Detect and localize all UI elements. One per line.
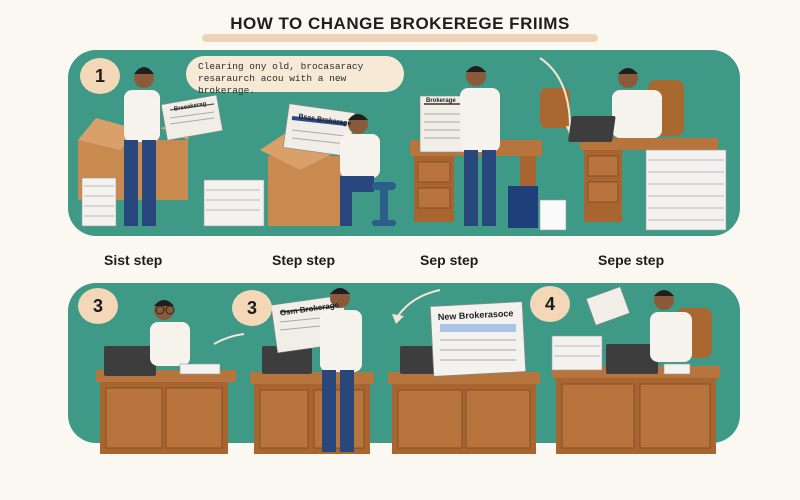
speech-line-2: resaraurch acou with a new brokerage. (198, 73, 347, 96)
step-badge-top-1: 1 (80, 58, 120, 94)
person-2-reading-box (203, 103, 396, 227)
step-label-4: Sepe step (598, 252, 665, 268)
bottom-desk-2 (250, 288, 374, 454)
arrow-bottom-1 (213, 333, 245, 345)
title-underline (202, 34, 598, 42)
page-title: HOW TO CHANGE BROKEREGE FRIIMS (230, 14, 570, 33)
step-badge-bottom-1: 3 (78, 288, 118, 324)
speech-bubble: Clearing ony old, brocasaracy resaraurch… (186, 56, 404, 96)
arrow-top (539, 57, 571, 129)
person-1-with-box (78, 67, 224, 227)
bottom-desk-1 (96, 300, 236, 454)
person-3-standing-reader (410, 66, 570, 231)
paper-header-top-reader: Breeakerag (174, 101, 208, 113)
bottom-desk-3 (388, 301, 540, 454)
step-badge-bottom-2: 3 (232, 290, 272, 326)
speech-line-1: Clearing ony old, brocasaracy (198, 61, 364, 72)
step-label-2: Step step (272, 252, 336, 268)
person-4-laptop (568, 68, 727, 231)
paper-header-top-desk: Brokerage (426, 98, 456, 104)
bottom-desk-4 (551, 286, 720, 454)
step-label-1: Sist step (104, 252, 163, 268)
step-label-3: Sep step (420, 252, 479, 268)
step-badge-bottom-3: 4 (530, 286, 570, 322)
paper-header-bottom-sign: New Brokerasoce (438, 308, 514, 322)
arrow-bottom-2 (397, 289, 441, 317)
